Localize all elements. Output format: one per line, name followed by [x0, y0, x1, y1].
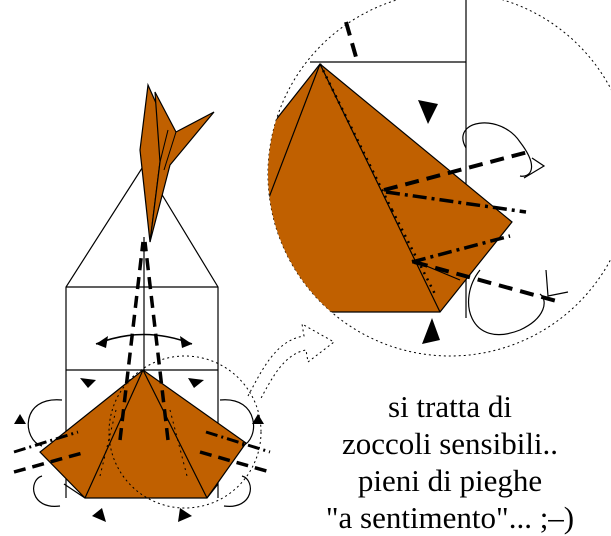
arrowhead: [178, 508, 192, 522]
tail-flap: [139, 82, 215, 243]
arrowhead: [14, 414, 26, 424]
arrowhead-open: [545, 269, 569, 297]
left-figure: [13, 82, 335, 522]
hoof-shape: [39, 369, 247, 499]
valley-fold: [413, 260, 561, 304]
arrowhead: [188, 378, 204, 388]
valley-fold: [383, 150, 529, 192]
arrowhead: [180, 336, 192, 348]
zoom-arrow: [247, 323, 335, 401]
valley-fold: [13, 450, 87, 474]
detail-circle: [108, 355, 262, 509]
caption-line: si tratta di: [388, 389, 512, 424]
rotate-arrow: [467, 269, 545, 336]
zoom-detail: [267, 0, 611, 357]
arrowhead: [96, 336, 108, 348]
caption-text: si tratta di zoccoli sensibili.. pieni d…: [290, 388, 610, 536]
arrowhead-open: [523, 157, 546, 179]
mountain-fold: [411, 234, 511, 264]
caption-line: "a sentimento"... ;–): [325, 500, 575, 535]
valley-fold: [199, 450, 271, 474]
rotate-arrow: [462, 122, 533, 177]
mountain-fold: [385, 190, 527, 214]
arrowhead: [422, 318, 440, 344]
arrowhead: [80, 378, 96, 388]
rotate-arrow-left: [27, 399, 63, 507]
valley-fold: [344, 21, 360, 65]
valley-fold: [143, 241, 170, 441]
caption-line: pieni di pieghe: [357, 463, 543, 498]
arrowhead: [252, 414, 264, 424]
rotate-arrow-right: [219, 399, 255, 507]
mountain-fold: [13, 430, 79, 454]
arrowhead: [418, 100, 438, 124]
arrowhead: [92, 508, 106, 522]
valley-fold: [118, 241, 145, 441]
caption-line: zoccoli sensibili..: [341, 426, 559, 461]
